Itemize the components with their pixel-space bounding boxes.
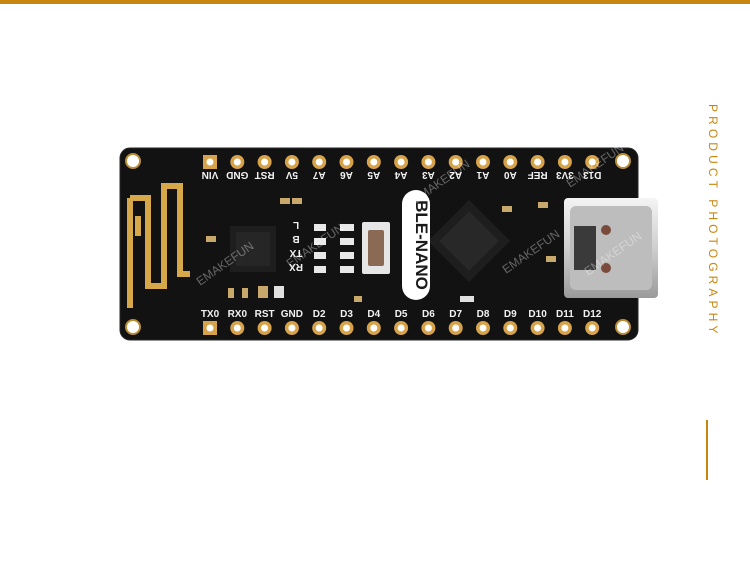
top-pin-label: 3V3	[556, 169, 574, 180]
bottom-pin-label: D5	[395, 309, 408, 320]
bottom-pin-label: D4	[367, 309, 380, 320]
top-pin-label: VIN	[202, 169, 219, 180]
top-pin-label: GND	[226, 169, 248, 180]
bottom-pin-label: D12	[583, 309, 602, 320]
bottom-pin-label: D9	[504, 309, 517, 320]
bottom-pin-label: D2	[313, 309, 326, 320]
top-header-pins	[203, 155, 600, 169]
top-pin-label: 5V	[285, 169, 298, 180]
top-pin-label: A3	[422, 169, 435, 180]
top-pin-label: A4	[394, 169, 407, 180]
top-pin-label: RST	[255, 169, 275, 180]
mounting-holes	[125, 153, 631, 335]
top-pin-label: D13	[583, 169, 602, 180]
bottom-pin-label: TX0	[201, 309, 220, 320]
bottom-pin-label: D8	[477, 309, 490, 320]
bottom-pin-labels: TX0 RX0 RST GND D2 D3 D4 D5 D6 D7 D8 D9 D10 D11 D12	[201, 309, 602, 320]
bottom-pin-label: D10	[528, 309, 547, 320]
smd-components	[206, 198, 556, 302]
top-pin-labels: VIN GND RST 5V A7 A6 A5 A4 A3 A2 A1 A0 REF 3V3 D13	[202, 169, 602, 180]
led-label: L	[293, 219, 299, 230]
led-label: B	[292, 233, 299, 244]
led-label: RX	[289, 261, 303, 272]
top-pin-label: A6	[340, 169, 353, 180]
top-pin-label: A1	[476, 169, 489, 180]
bottom-pin-label: GND	[281, 309, 303, 320]
status-leds	[314, 224, 354, 273]
bottom-pin-label: D6	[422, 309, 435, 320]
top-pin-label: A5	[367, 169, 380, 180]
bottom-pin-label: D7	[449, 309, 462, 320]
top-pin-label: REF	[528, 169, 548, 180]
bottom-pin-label: D11	[556, 309, 574, 320]
bottom-header-pins	[203, 321, 600, 335]
bottom-pin-label: RX0	[228, 309, 248, 320]
bottom-pin-label: RST	[255, 309, 275, 320]
led-label: TX	[289, 247, 302, 258]
product-photography-caption: PRODUCT PHOTOGRAPHY	[706, 104, 720, 338]
pcb-antenna-trace	[127, 183, 190, 308]
top-pin-label: A2	[449, 169, 462, 180]
ble-nano-board-photo: VIN GND RST 5V A7 A6 A5 A4 A3 A2 A1 A0 REF 3V3 D13 TX0…	[119, 146, 658, 341]
caption-accent-bar	[706, 420, 708, 480]
top-pin-label: A7	[312, 169, 325, 180]
led-labels: LB TX RX	[289, 219, 303, 272]
top-accent-rule	[0, 0, 750, 4]
top-pin-label: A0	[503, 169, 516, 180]
board-name: BLE-NANO	[412, 200, 431, 290]
bottom-pin-label: D3	[340, 309, 353, 320]
board-name-label-bg	[402, 190, 430, 300]
